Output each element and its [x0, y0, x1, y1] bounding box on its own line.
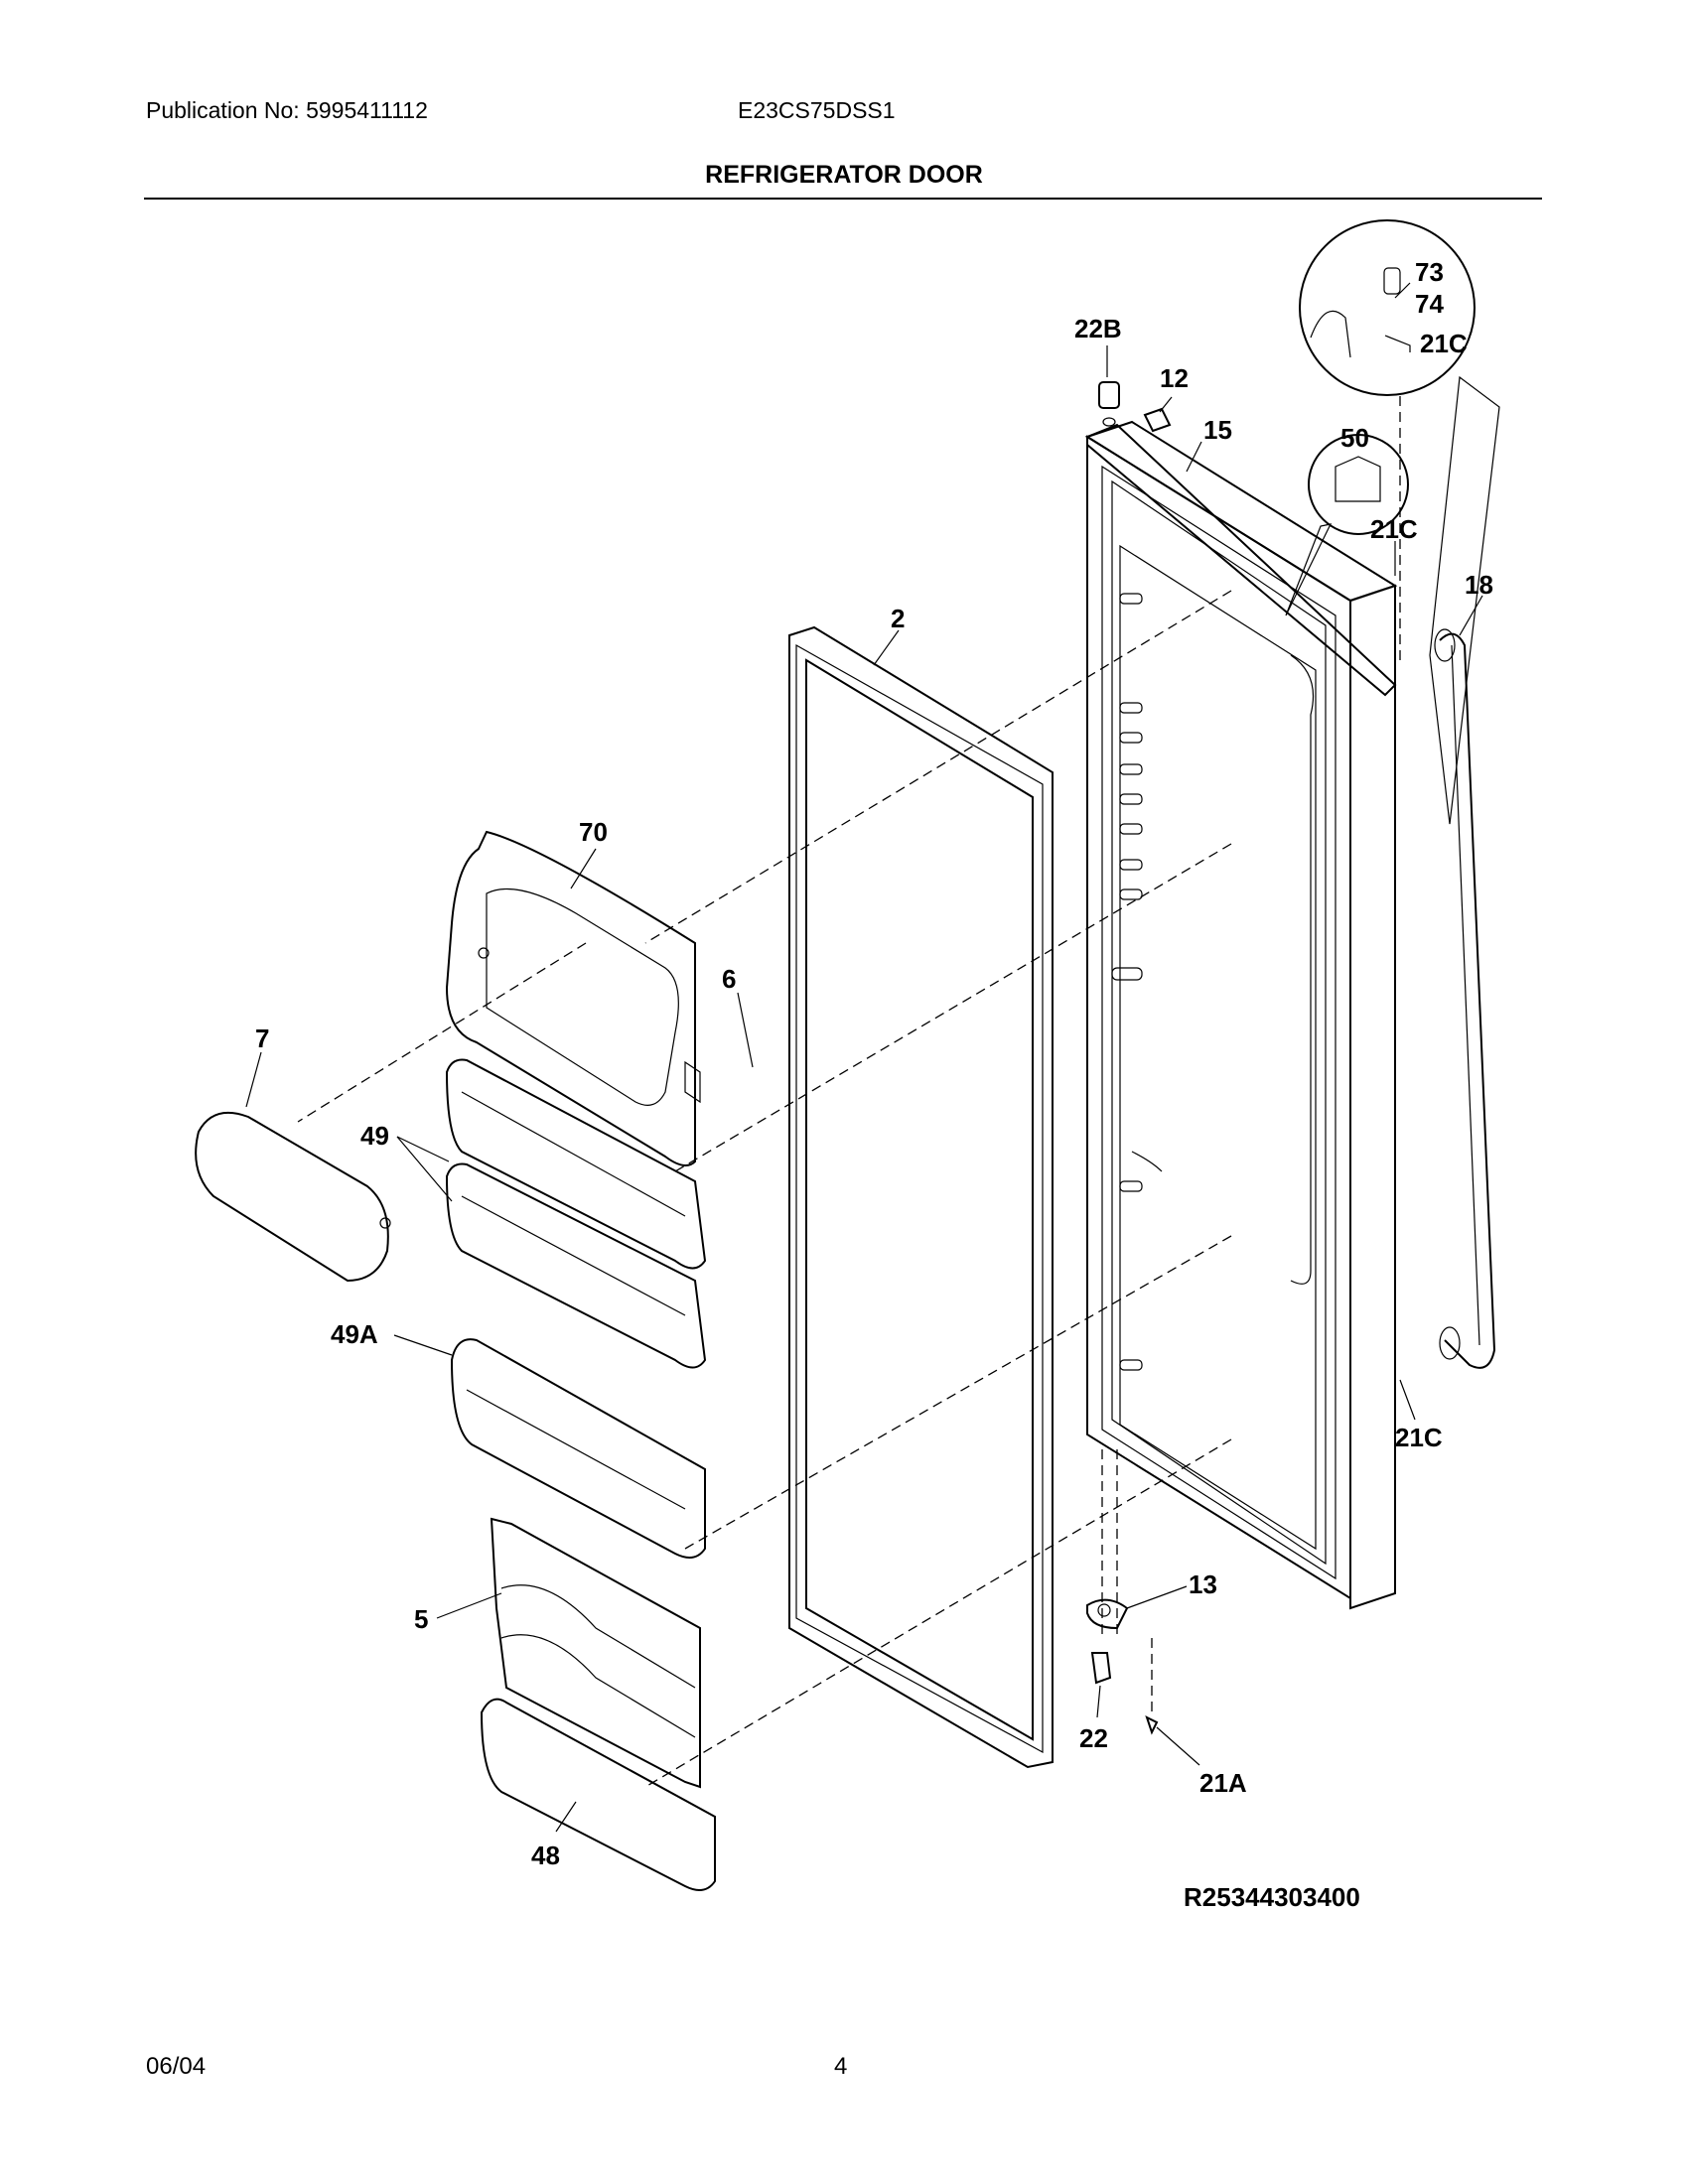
callout-50: 50: [1340, 423, 1369, 453]
callout-2: 2: [891, 604, 905, 633]
callout-21c-bot: 21C: [1395, 1423, 1443, 1452]
door-rack: [490, 1517, 701, 1789]
callout-13: 13: [1189, 1570, 1217, 1599]
dairy-cover: [195, 1112, 391, 1283]
door-bins-49: [445, 1058, 707, 1369]
callout-74: 74: [1415, 289, 1444, 319]
shelf-pegs: [1111, 593, 1143, 1371]
model-number: E23CS75DSS1: [738, 97, 896, 123]
callout-7: 7: [255, 1024, 269, 1053]
header-rule: [144, 198, 1542, 200]
callout-48: 48: [531, 1841, 560, 1870]
door-handle: [1434, 628, 1496, 1369]
detail-circle-hinge: [1299, 219, 1500, 825]
callout-70: 70: [579, 817, 608, 847]
callout-18: 18: [1465, 570, 1493, 600]
dairy-compartment: [445, 830, 701, 1166]
door-gasket: [788, 625, 1054, 1769]
callout-21a: 21A: [1199, 1768, 1247, 1798]
callout-49a: 49A: [331, 1319, 378, 1349]
reference-code: R25344303400: [1184, 1882, 1360, 1912]
door-bin-49a: [450, 1338, 706, 1559]
door-bin-48: [480, 1698, 716, 1891]
callout-5: 5: [414, 1604, 428, 1634]
detail-circle-clip: [1285, 434, 1409, 616]
top-small-parts: [1098, 381, 1172, 433]
callout-49: 49: [360, 1121, 389, 1151]
callout-73: 73: [1415, 257, 1444, 287]
page-title: REFRIGERATOR DOOR: [705, 161, 983, 189]
leader-lines: [245, 282, 1483, 1833]
publication-date: 06/04: [146, 2053, 207, 2080]
alignment-lines: [297, 392, 1401, 1788]
publication-number: Publication No: 5995411112: [146, 97, 428, 123]
callout-12: 12: [1160, 363, 1189, 393]
page-number: 4: [834, 2053, 848, 2080]
callout-22b: 22B: [1074, 314, 1122, 343]
callout-22: 22: [1079, 1723, 1108, 1753]
bottom-hinge-parts: [1086, 1598, 1159, 1735]
callout-15: 15: [1203, 415, 1232, 445]
callout-21c-mid: 21C: [1370, 514, 1418, 544]
callout-21c-top: 21C: [1420, 329, 1468, 358]
door-assembly: [1084, 420, 1398, 1610]
callout-6: 6: [722, 964, 736, 994]
